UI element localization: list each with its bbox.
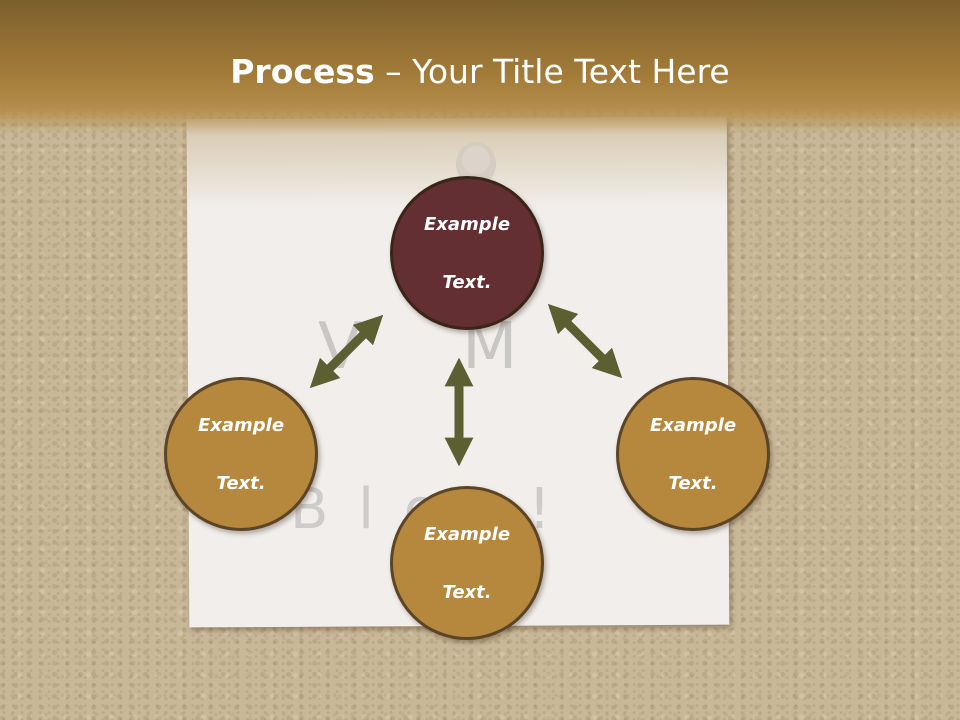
arrow-top-right bbox=[547, 303, 623, 379]
node-bottom-line2: Text. bbox=[442, 581, 492, 603]
pushpin-icon bbox=[456, 142, 496, 186]
node-right-line2: Text. bbox=[668, 472, 718, 494]
title-rest: – Your Title Text Here bbox=[374, 52, 730, 91]
node-left-line1: Example bbox=[197, 414, 285, 436]
node-bottom-line1: Example bbox=[423, 523, 511, 545]
arrow-top-left bbox=[309, 314, 384, 389]
node-right-line1: Example bbox=[649, 414, 737, 436]
node-left-line2: Text. bbox=[216, 472, 266, 494]
header-bar bbox=[0, 0, 960, 135]
node-top-line2: Text. bbox=[442, 271, 492, 293]
node-top-line1: Example bbox=[423, 213, 511, 235]
title-bold: Process bbox=[230, 52, 375, 91]
slide-title: Process – Your Title Text Here bbox=[0, 52, 960, 91]
